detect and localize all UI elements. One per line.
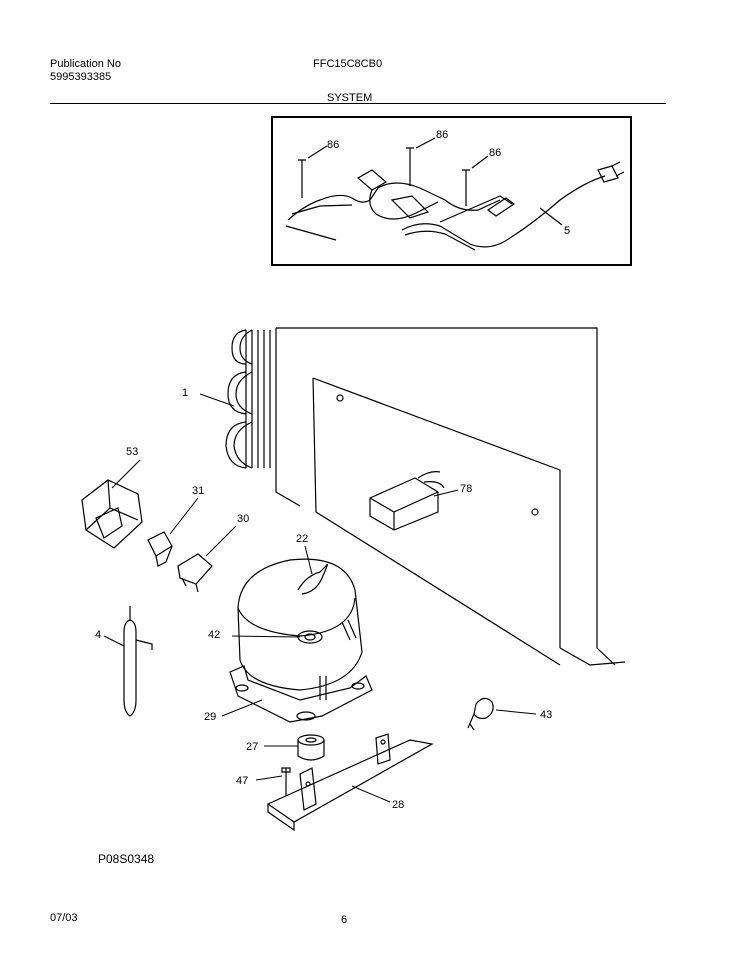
- wiring-harness: [285, 137, 625, 251]
- section-title: SYSTEM: [327, 92, 373, 104]
- connector-31: [147, 531, 173, 567]
- publication-number: 5995393385: [50, 71, 112, 83]
- part-label-5: 5: [564, 225, 570, 237]
- part-label-86-a: 86: [327, 139, 339, 151]
- filter-drier: [123, 606, 153, 717]
- part-label-27: 27: [246, 741, 258, 753]
- compressor: [229, 558, 373, 723]
- part-label-86-b: 86: [436, 129, 448, 141]
- part-label-31: 31: [192, 485, 204, 497]
- control-box: [369, 471, 445, 531]
- diagram-code: P08S0348: [98, 852, 155, 866]
- part-label-22: 22: [296, 533, 308, 545]
- part-label-47: 47: [236, 775, 248, 787]
- condenser-coil: [225, 329, 271, 469]
- relay-53: [81, 479, 143, 549]
- part-label-4: 4: [95, 629, 101, 641]
- part-label-53: 53: [126, 446, 138, 458]
- screw-47: [281, 767, 291, 796]
- leader-lines: [103, 393, 537, 803]
- publication-label: Publication No: [50, 58, 121, 70]
- part-label-86-c: 86: [489, 147, 501, 159]
- part-label-28: 28: [392, 799, 404, 811]
- clamp-43: [467, 697, 494, 731]
- mounting-bracket: [266, 733, 434, 832]
- part-label-42: 42: [208, 629, 220, 641]
- footer-date: 07/03: [50, 912, 78, 924]
- part-label-78: 78: [460, 483, 472, 495]
- connector-30: [177, 553, 213, 593]
- harness-inset-frame: [271, 116, 632, 266]
- grommet-27: [297, 734, 325, 761]
- page-number: 6: [341, 914, 348, 926]
- model-number: FFC15C8CB0: [313, 58, 383, 70]
- header-rule: [50, 103, 666, 104]
- part-label-29: 29: [204, 711, 216, 723]
- part-label-1: 1: [182, 387, 188, 399]
- part-label-43: 43: [540, 709, 552, 721]
- cabinet-outline: [275, 327, 626, 666]
- part-label-30: 30: [237, 513, 249, 525]
